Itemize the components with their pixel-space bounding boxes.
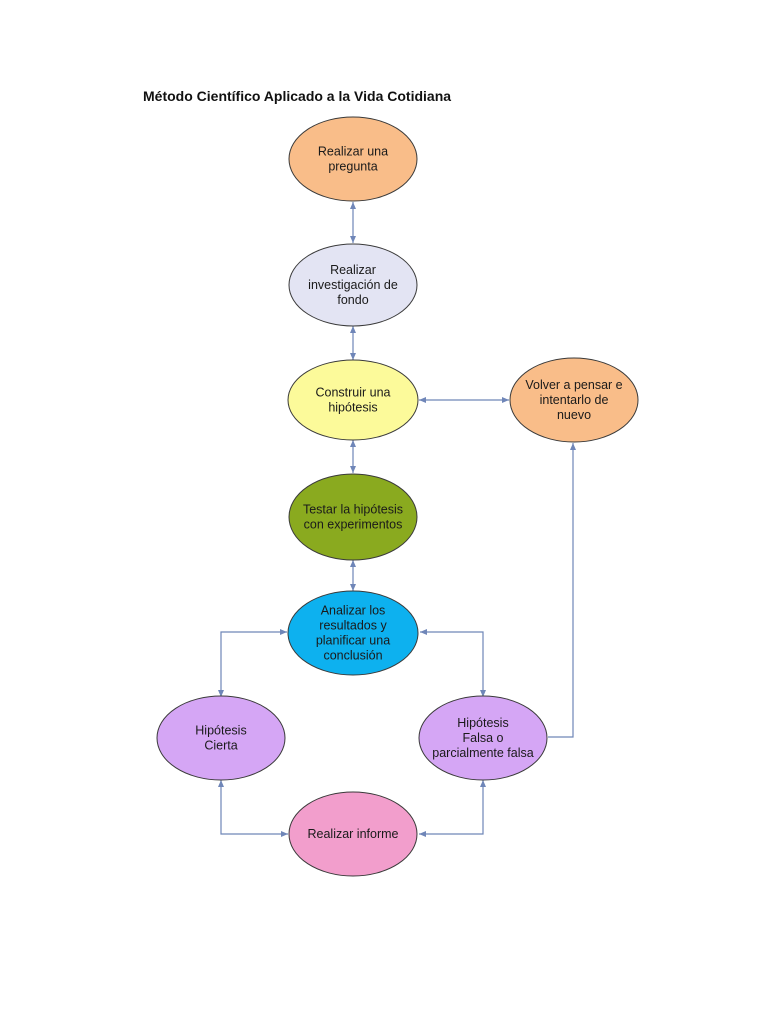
node-label-analizar-1: resultados y [319, 619, 387, 633]
node-label-volver-2: nuevo [557, 408, 591, 422]
document-title: Método Científico Aplicado a la Vida Cot… [143, 88, 452, 104]
node-label-analizar-2: planificar una [316, 634, 390, 648]
edge-analizar-falsa [420, 629, 486, 697]
node-label-falsa-2: parcialmente falsa [432, 746, 533, 760]
edge-informe-falsa [419, 780, 486, 837]
edges [218, 202, 576, 837]
edge-falsa-volver [548, 443, 576, 738]
edge-cierta-informe [218, 780, 288, 837]
node-label-hipotesis-0: Construir una [315, 386, 390, 400]
node-label-informe-0: Realizar informe [307, 827, 398, 841]
node-label-hipotesis-1: hipótesis [328, 401, 377, 415]
node-label-pregunta-1: pregunta [328, 160, 377, 174]
node-label-pregunta-0: Realizar una [318, 145, 388, 159]
edge-analizar-cierta [218, 629, 287, 697]
node-label-cierta-0: Hipótesis [195, 724, 246, 738]
node-label-analizar-0: Analizar los [321, 604, 386, 618]
node-label-volver-1: intentarlo de [540, 393, 609, 407]
node-label-volver-0: Volver a pensar e [525, 378, 622, 392]
node-label-testar-0: Testar la hipótesis [303, 503, 403, 517]
node-label-falsa-1: Falsa o [463, 731, 504, 745]
node-label-investigacion-1: investigación de [308, 278, 398, 292]
node-label-investigacion-2: fondo [337, 293, 368, 307]
node-label-investigacion-0: Realizar [330, 263, 376, 277]
node-label-analizar-3: conclusión [323, 649, 382, 663]
node-informe: Realizar informe [288, 791, 418, 877]
node-label-falsa-0: Hipótesis [457, 716, 508, 730]
node-label-cierta-1: Cierta [204, 739, 237, 753]
node-label-testar-1: con experimentos [304, 518, 403, 532]
